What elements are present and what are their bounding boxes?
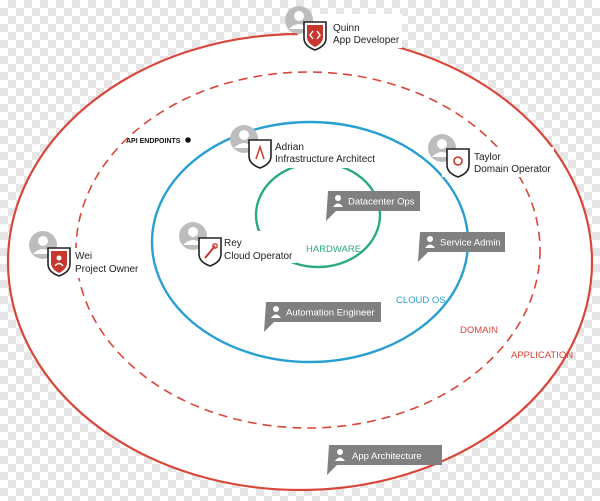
person-icon xyxy=(335,449,345,461)
person-name: Rey xyxy=(224,238,242,249)
tag-service-admin: Service Admin xyxy=(418,232,505,262)
person-role: Cloud Operator xyxy=(224,251,293,262)
api-endpoints-label: API ENDPOINTS xyxy=(126,138,181,145)
code-icon xyxy=(303,21,327,51)
person-name: Wei xyxy=(75,251,92,262)
tag-label: Datacenter Ops xyxy=(348,197,415,208)
ring-label-cloud-os: CLOUD OS xyxy=(396,295,446,306)
person-name: Quinn xyxy=(333,23,360,34)
person-icon xyxy=(271,306,281,318)
person-icon xyxy=(47,247,71,277)
ring-label-application: APPLICATION xyxy=(511,350,573,361)
person-rey: Rey Cloud Operator xyxy=(179,222,296,267)
compass-icon xyxy=(248,139,272,169)
tag-label: Service Admin xyxy=(440,238,501,249)
ring-label-domain: DOMAIN xyxy=(460,325,498,336)
person-adrian: Adrian Infrastructure Architect xyxy=(230,125,382,169)
api-endpoints-dot xyxy=(185,137,191,143)
tag-label: Automation Engineer xyxy=(286,308,375,319)
ring-label-hardware: HARDWARE xyxy=(306,244,361,255)
person-taylor: Taylor Domain Operator xyxy=(428,134,554,178)
tag-app-architecture: App Architecture xyxy=(327,445,442,475)
person-wei: Wei Project Owner xyxy=(29,231,142,278)
gear-icon xyxy=(446,148,470,178)
wrench-icon xyxy=(198,237,222,267)
person-name: Taylor xyxy=(474,152,501,163)
person-role: Project Owner xyxy=(75,264,139,275)
person-role: Infrastructure Architect xyxy=(275,154,375,165)
person-icon xyxy=(333,195,343,207)
person-quinn: Quinn App Developer xyxy=(285,6,402,51)
tag-datacenter-ops: Datacenter Ops xyxy=(326,191,420,221)
person-icon xyxy=(425,236,435,248)
person-role: App Developer xyxy=(333,35,400,46)
person-role: Domain Operator xyxy=(474,164,551,175)
tag-automation-engineer: Automation Engineer xyxy=(264,302,381,332)
tag-label: App Architecture xyxy=(352,451,422,462)
person-name: Adrian xyxy=(275,142,304,153)
